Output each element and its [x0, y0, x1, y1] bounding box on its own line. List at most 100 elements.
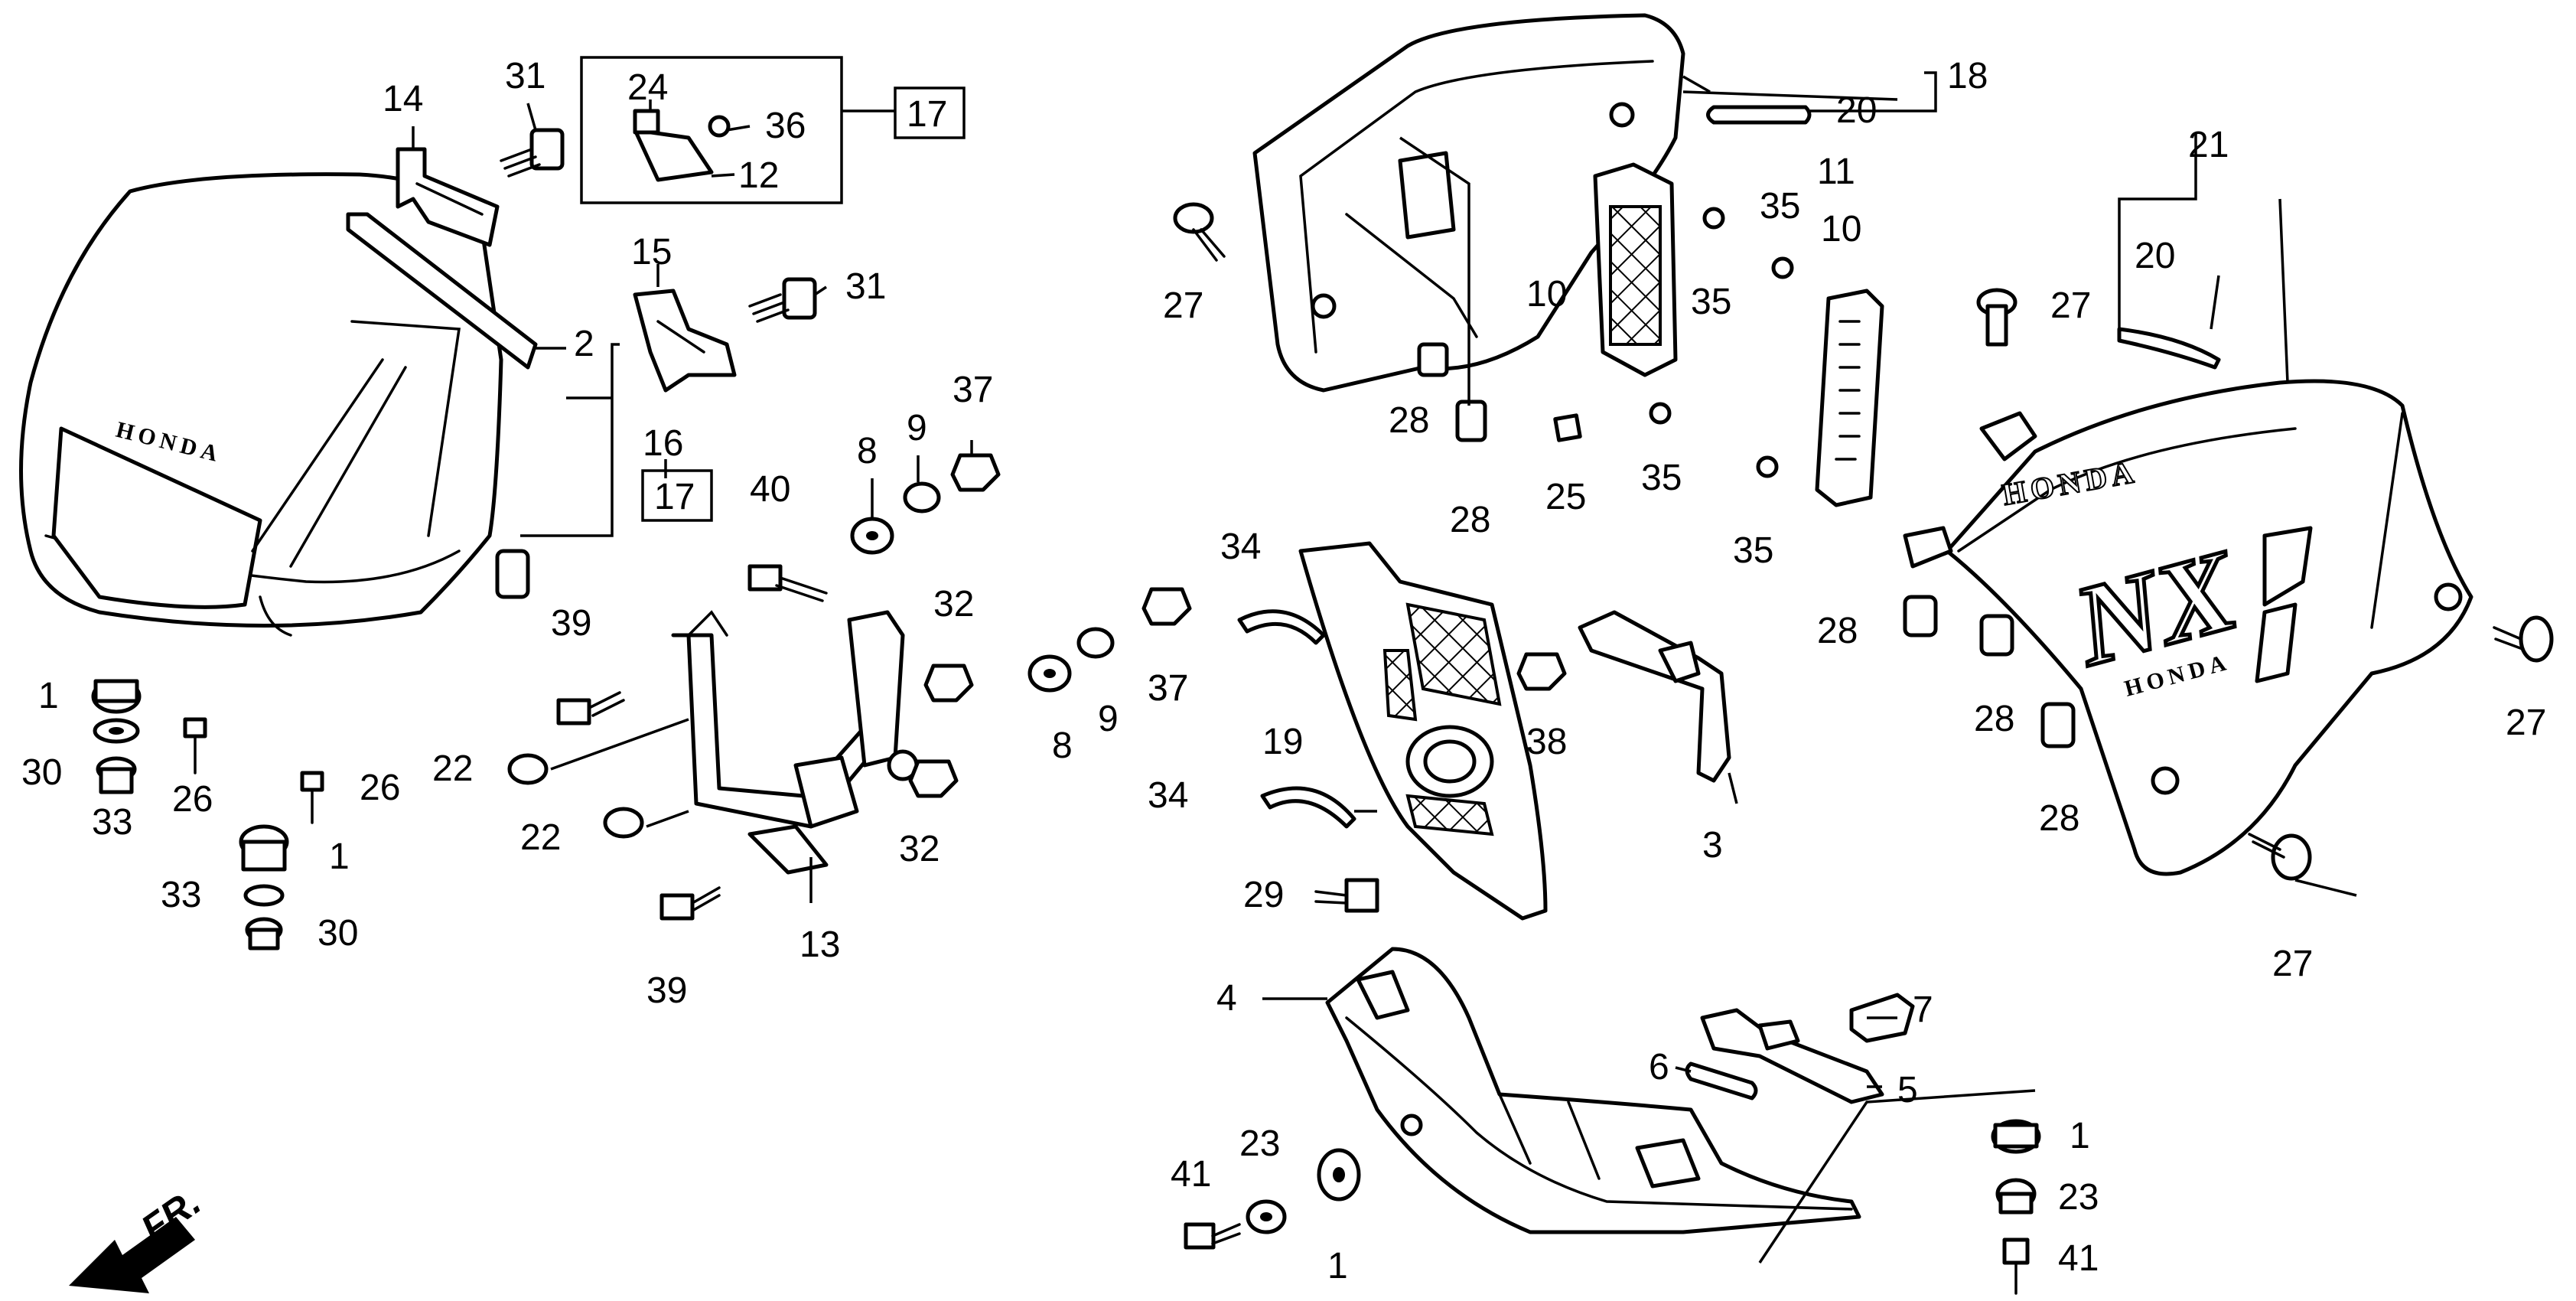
callout-2: 2 — [574, 324, 594, 364]
callout-15: 15 — [631, 232, 672, 272]
collar-30-a — [96, 756, 137, 794]
washer-33-b — [243, 884, 285, 907]
bolt-28-d — [1979, 614, 2014, 657]
stay-3 — [1578, 610, 1731, 783]
grommet-1-c — [1317, 1148, 1361, 1202]
callout-18: 18 — [1947, 56, 1988, 96]
nut-22-a — [507, 753, 549, 785]
callout-30: 30 — [318, 913, 358, 954]
callout-26: 26 — [360, 768, 400, 808]
callout-28: 28 — [2039, 798, 2079, 839]
callout-27: 27 — [1163, 285, 1203, 326]
callout-36: 36 — [765, 106, 806, 146]
clip-34-b — [1260, 786, 1356, 829]
callout-33: 33 — [161, 875, 201, 915]
inner-panel-19 — [1298, 541, 1548, 921]
callout-41: 41 — [1171, 1154, 1211, 1195]
bolt-28-b — [1455, 399, 1487, 442]
grommet-8-b — [1027, 654, 1072, 693]
callout-20: 20 — [1836, 90, 1877, 131]
collar-23-b — [1995, 1178, 2037, 1215]
callout-4: 4 — [1216, 978, 1237, 1019]
bolt-38 — [1516, 652, 1567, 691]
bolt-28-a — [1417, 342, 1449, 377]
callout-37: 37 — [953, 370, 993, 410]
callout-12: 12 — [738, 155, 779, 196]
grommet-8-a — [850, 517, 894, 555]
front-direction-arrow: FR. — [69, 1180, 208, 1293]
stay-5 — [1700, 1008, 1884, 1104]
bracket-14 — [396, 147, 500, 247]
callout-26: 26 — [172, 779, 213, 820]
bolt-27-d — [2248, 833, 2312, 881]
callout-35: 35 — [1760, 186, 1800, 227]
callout-27: 27 — [2050, 285, 2091, 326]
callout-17-top: 17 — [907, 94, 947, 135]
callout-39: 39 — [551, 603, 591, 644]
callout-23: 23 — [2058, 1177, 2099, 1218]
callout-29: 29 — [1243, 875, 1284, 915]
callout-28: 28 — [1389, 400, 1429, 441]
collar-9-a — [903, 481, 941, 514]
callout-13: 13 — [800, 924, 840, 965]
callout-39: 39 — [646, 970, 687, 1011]
callout-10: 10 — [1526, 274, 1567, 315]
under-cowl-4 — [1325, 947, 1861, 1234]
nut-37-a — [950, 453, 1001, 492]
callout-41: 41 — [2058, 1238, 2099, 1279]
collar-30-b — [245, 917, 283, 950]
collar-6 — [1685, 1061, 1758, 1100]
callout-7: 7 — [1913, 990, 1933, 1030]
callout-1: 1 — [1327, 1246, 1348, 1286]
callout-labels: 1 30 33 26 26 1 33 30 14 31 24 36 12 17 … — [21, 56, 2546, 1286]
callout-9: 9 — [1098, 699, 1119, 739]
callout-20: 20 — [2135, 236, 2175, 276]
callout-32: 32 — [899, 829, 940, 869]
bracket-15 — [633, 289, 737, 393]
callout-8: 8 — [857, 431, 878, 471]
callout-3: 3 — [1702, 825, 1723, 866]
callout-34: 34 — [1148, 775, 1188, 816]
clip-34-a — [1237, 609, 1326, 645]
screw-35-c — [1649, 402, 1672, 425]
callout-28: 28 — [1450, 500, 1490, 540]
bolt-40 — [747, 564, 828, 602]
bolt-26-a — [183, 717, 207, 774]
callout-22: 22 — [520, 817, 561, 858]
grommet-1-d — [1991, 1119, 2041, 1154]
bolt-27-c — [2493, 615, 2554, 663]
callout-33: 33 — [92, 802, 132, 843]
nut-32-b — [908, 759, 959, 798]
callout-31: 31 — [845, 266, 886, 307]
side-cowl-21: HONDA NX HONDA — [1903, 379, 2473, 876]
callout-23: 23 — [1239, 1123, 1280, 1164]
bolt-39-b — [659, 886, 721, 921]
callout-6: 6 — [1649, 1047, 1669, 1087]
screw-35-a — [1702, 207, 1725, 230]
bolt-28-c — [1903, 595, 1938, 637]
grommet-1-b — [239, 824, 289, 872]
bolt-31-b — [748, 277, 817, 323]
grille-10-b — [1815, 289, 1884, 507]
reflector-group — [580, 56, 895, 204]
nut-32-a — [923, 664, 974, 703]
bolt-41-b — [2002, 1237, 2030, 1295]
callout-19: 19 — [1262, 722, 1303, 762]
callout-40: 40 — [750, 469, 790, 510]
callout-31: 31 — [505, 56, 545, 96]
headlight-stay-frame — [671, 610, 919, 875]
bolt-27-a — [1173, 202, 1226, 262]
bolt-28-e — [2040, 702, 2076, 748]
callout-5: 5 — [1897, 1070, 1918, 1110]
collar-23-a — [1246, 1199, 1287, 1234]
washer-33-a — [93, 718, 140, 744]
callout-35: 35 — [1691, 282, 1731, 322]
callout-30: 30 — [21, 752, 62, 793]
callout-10: 10 — [1821, 209, 1861, 249]
callout-34: 34 — [1220, 527, 1261, 567]
callout-25: 25 — [1545, 477, 1586, 517]
bolt-41-a — [1184, 1222, 1241, 1250]
nut-37-b — [1141, 587, 1192, 626]
collar-9-b — [1076, 627, 1115, 659]
